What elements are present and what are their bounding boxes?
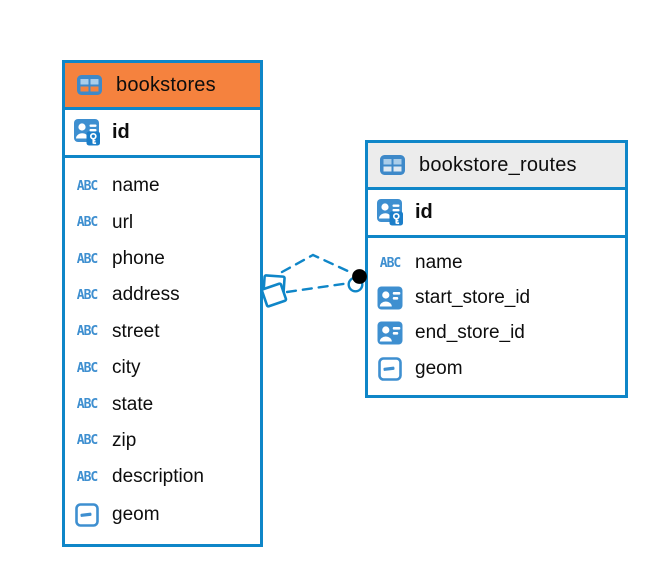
relationship-line-lower <box>285 281 352 294</box>
column-label: address <box>112 284 180 306</box>
column-label: end_store_id <box>415 322 525 344</box>
column-label: name <box>415 252 463 274</box>
primary-key-label: id <box>112 121 130 143</box>
column-label: city <box>112 357 141 379</box>
table-header-bookstores[interactable]: bookstores <box>65 63 260 110</box>
column-label: zip <box>112 429 137 451</box>
column-row-zip[interactable]: ABC zip <box>65 430 260 452</box>
column-row-city[interactable]: ABC city <box>65 357 260 379</box>
column-row-name[interactable]: ABC name <box>368 252 625 274</box>
column-row-description[interactable]: ABC description <box>65 466 260 488</box>
column-label: name <box>112 175 160 197</box>
table-title: bookstore_routes <box>419 153 577 176</box>
column-label: street <box>112 320 160 342</box>
column-row-geom[interactable]: geom <box>368 356 625 381</box>
foreign-key-icon <box>373 321 407 345</box>
column-list: ABC name start_store_id <box>368 238 625 395</box>
column-row-state[interactable]: ABC state <box>65 394 260 416</box>
column-list: ABC name ABC url ABC phone ABC address A… <box>65 158 260 544</box>
column-label: geom <box>415 357 463 379</box>
column-row-url[interactable]: ABC url <box>65 212 260 234</box>
foreign-key-icon <box>373 286 407 310</box>
column-label: start_store_id <box>415 286 531 308</box>
text-type-icon: ABC <box>76 433 98 449</box>
text-type-icon: ABC <box>76 178 98 194</box>
text-type-icon: ABC <box>76 287 98 303</box>
table-icon <box>72 74 106 96</box>
text-type-icon: ABC <box>76 397 98 413</box>
relationship-line-upper <box>280 253 354 275</box>
column-label: phone <box>112 248 165 270</box>
column-label: geom <box>112 503 160 525</box>
column-row-geom[interactable]: geom <box>65 502 260 527</box>
table-bookstores[interactable]: bookstores id A <box>62 60 263 547</box>
column-row-address[interactable]: ABC address <box>65 284 260 306</box>
primary-key-icon <box>70 118 104 148</box>
table-bookstore-routes[interactable]: bookstore_routes id <box>365 140 628 398</box>
text-type-icon: ABC <box>379 255 401 271</box>
relationship-source-marker-stacked-squares[interactable] <box>260 274 288 308</box>
column-label: state <box>112 393 154 415</box>
column-row-id[interactable]: id <box>368 190 625 238</box>
table-header-bookstore-routes[interactable]: bookstore_routes <box>368 143 625 190</box>
column-row-name[interactable]: ABC name <box>65 175 260 197</box>
column-label: url <box>112 211 134 233</box>
geometry-type-icon <box>373 356 407 381</box>
column-row-start-store-id[interactable]: start_store_id <box>368 286 625 310</box>
table-icon <box>375 154 409 176</box>
column-row-street[interactable]: ABC street <box>65 321 260 343</box>
column-row-id[interactable]: id <box>65 110 260 158</box>
primary-key-icon <box>373 198 407 228</box>
geometry-type-icon <box>70 502 104 527</box>
text-type-icon: ABC <box>76 215 98 231</box>
text-type-icon: ABC <box>76 360 98 376</box>
column-row-phone[interactable]: ABC phone <box>65 248 260 270</box>
text-type-icon: ABC <box>76 251 98 267</box>
text-type-icon: ABC <box>76 469 98 485</box>
table-title: bookstores <box>116 73 216 96</box>
text-type-icon: ABC <box>76 324 98 340</box>
primary-key-label: id <box>415 201 433 223</box>
column-label: description <box>112 466 204 488</box>
column-row-end-store-id[interactable]: end_store_id <box>368 321 625 345</box>
